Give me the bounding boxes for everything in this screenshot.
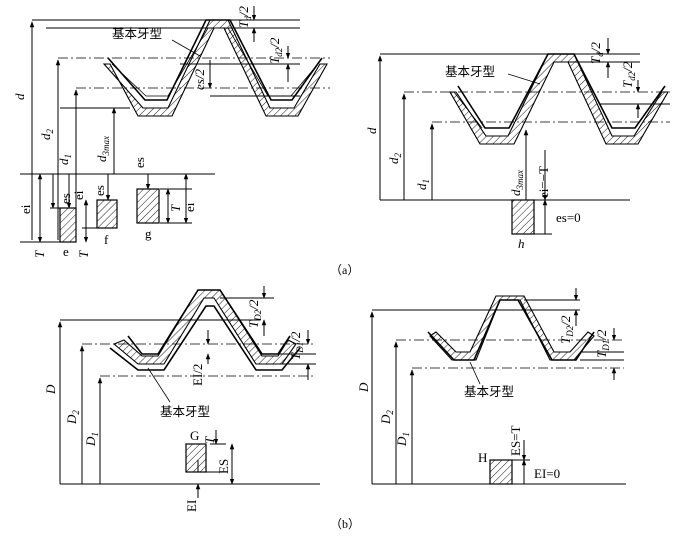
dim-T-f: T (76, 250, 91, 258)
dim-TD2-half: TD2/2 (558, 315, 575, 344)
basic-profile-line (427, 299, 595, 361)
dim-TD1-half: TD1/2 (288, 331, 305, 360)
basic-profile-label: 基本牙型 (464, 384, 514, 399)
panel-b-left (57, 286, 320, 498)
panel-a-left (20, 6, 330, 243)
dim-ES-eq-T: ES=T (508, 425, 523, 456)
dim-es-half: es/2 (192, 69, 207, 90)
dim-ei-left: ei (18, 204, 33, 214)
tolerance-box-f (96, 199, 118, 229)
dim-td2-half: Td2/2 (620, 61, 637, 88)
dim-EI-G: EI (184, 500, 199, 512)
label-g: g (145, 226, 152, 241)
label-H: H (478, 450, 487, 465)
dim-D: D (356, 382, 371, 393)
dim-T-G: T (202, 436, 217, 444)
dim-d: d (364, 127, 379, 134)
tolerance-zone-band (102, 19, 328, 117)
tolerance-box-g (136, 188, 160, 224)
dim-ei-e: ei (71, 190, 86, 200)
dim-D1: D1 (83, 432, 100, 447)
basic-profile-line (109, 305, 301, 371)
dim-d3max: d3max (94, 136, 111, 162)
tolerance-box-h (511, 199, 535, 235)
dim-EI-zero: EI=0 (534, 466, 560, 481)
label-G: G (190, 428, 199, 443)
dim-d: d (12, 93, 27, 100)
dim-d1: d1 (414, 179, 431, 190)
dim-T-g: T (168, 204, 183, 212)
dim-D1: D1 (394, 432, 411, 447)
tolerance-box-e (59, 207, 77, 243)
basic-profile-label: 基本牙型 (112, 26, 162, 41)
dim-EI-half: EI/2 (190, 364, 205, 386)
dim-ei-g: ei (182, 202, 197, 212)
label-f: f (104, 232, 109, 247)
panel-a-right (377, 38, 670, 235)
dim-td2-tol: Td2/2 (267, 37, 284, 64)
dim-d3max: d3max (508, 170, 525, 196)
tolerance-box-G (185, 443, 207, 473)
dim-d2: d2 (38, 129, 55, 141)
dim-es-f: es (92, 185, 107, 196)
basic-profile-label: 基本牙型 (445, 64, 495, 79)
dim-es-e: es (58, 193, 73, 204)
dim-es-zero: es=0 (556, 210, 581, 225)
dim-ei-eq-T: ei=−T (536, 166, 551, 198)
dim-d1: d1 (56, 154, 73, 165)
label-h: h (518, 236, 525, 251)
caption-a: （a） (330, 263, 359, 277)
dim-ES-G: ES (216, 459, 231, 474)
tolerance-box-H (489, 459, 513, 485)
dim-es-g: es (132, 157, 147, 168)
tolerance-zone-band (449, 53, 669, 145)
dim-T-e: T (32, 250, 47, 258)
dim-td2-half: Td/2 (236, 6, 253, 28)
dim-td-half: Td/2 (588, 42, 605, 64)
basic-profile-label: 基本牙型 (160, 404, 210, 419)
dim-D: D (43, 384, 58, 395)
dim-D2: D2 (378, 410, 395, 425)
label-e: e (63, 244, 69, 259)
dim-D2: D2 (64, 410, 81, 425)
dim-TD1-half: TD1/2 (594, 329, 611, 358)
dim-TD2-half: TD2/2 (246, 299, 263, 328)
panel-b-right (369, 288, 626, 485)
dim-d2: d2 (386, 153, 403, 165)
caption-b: （b） (330, 517, 360, 531)
